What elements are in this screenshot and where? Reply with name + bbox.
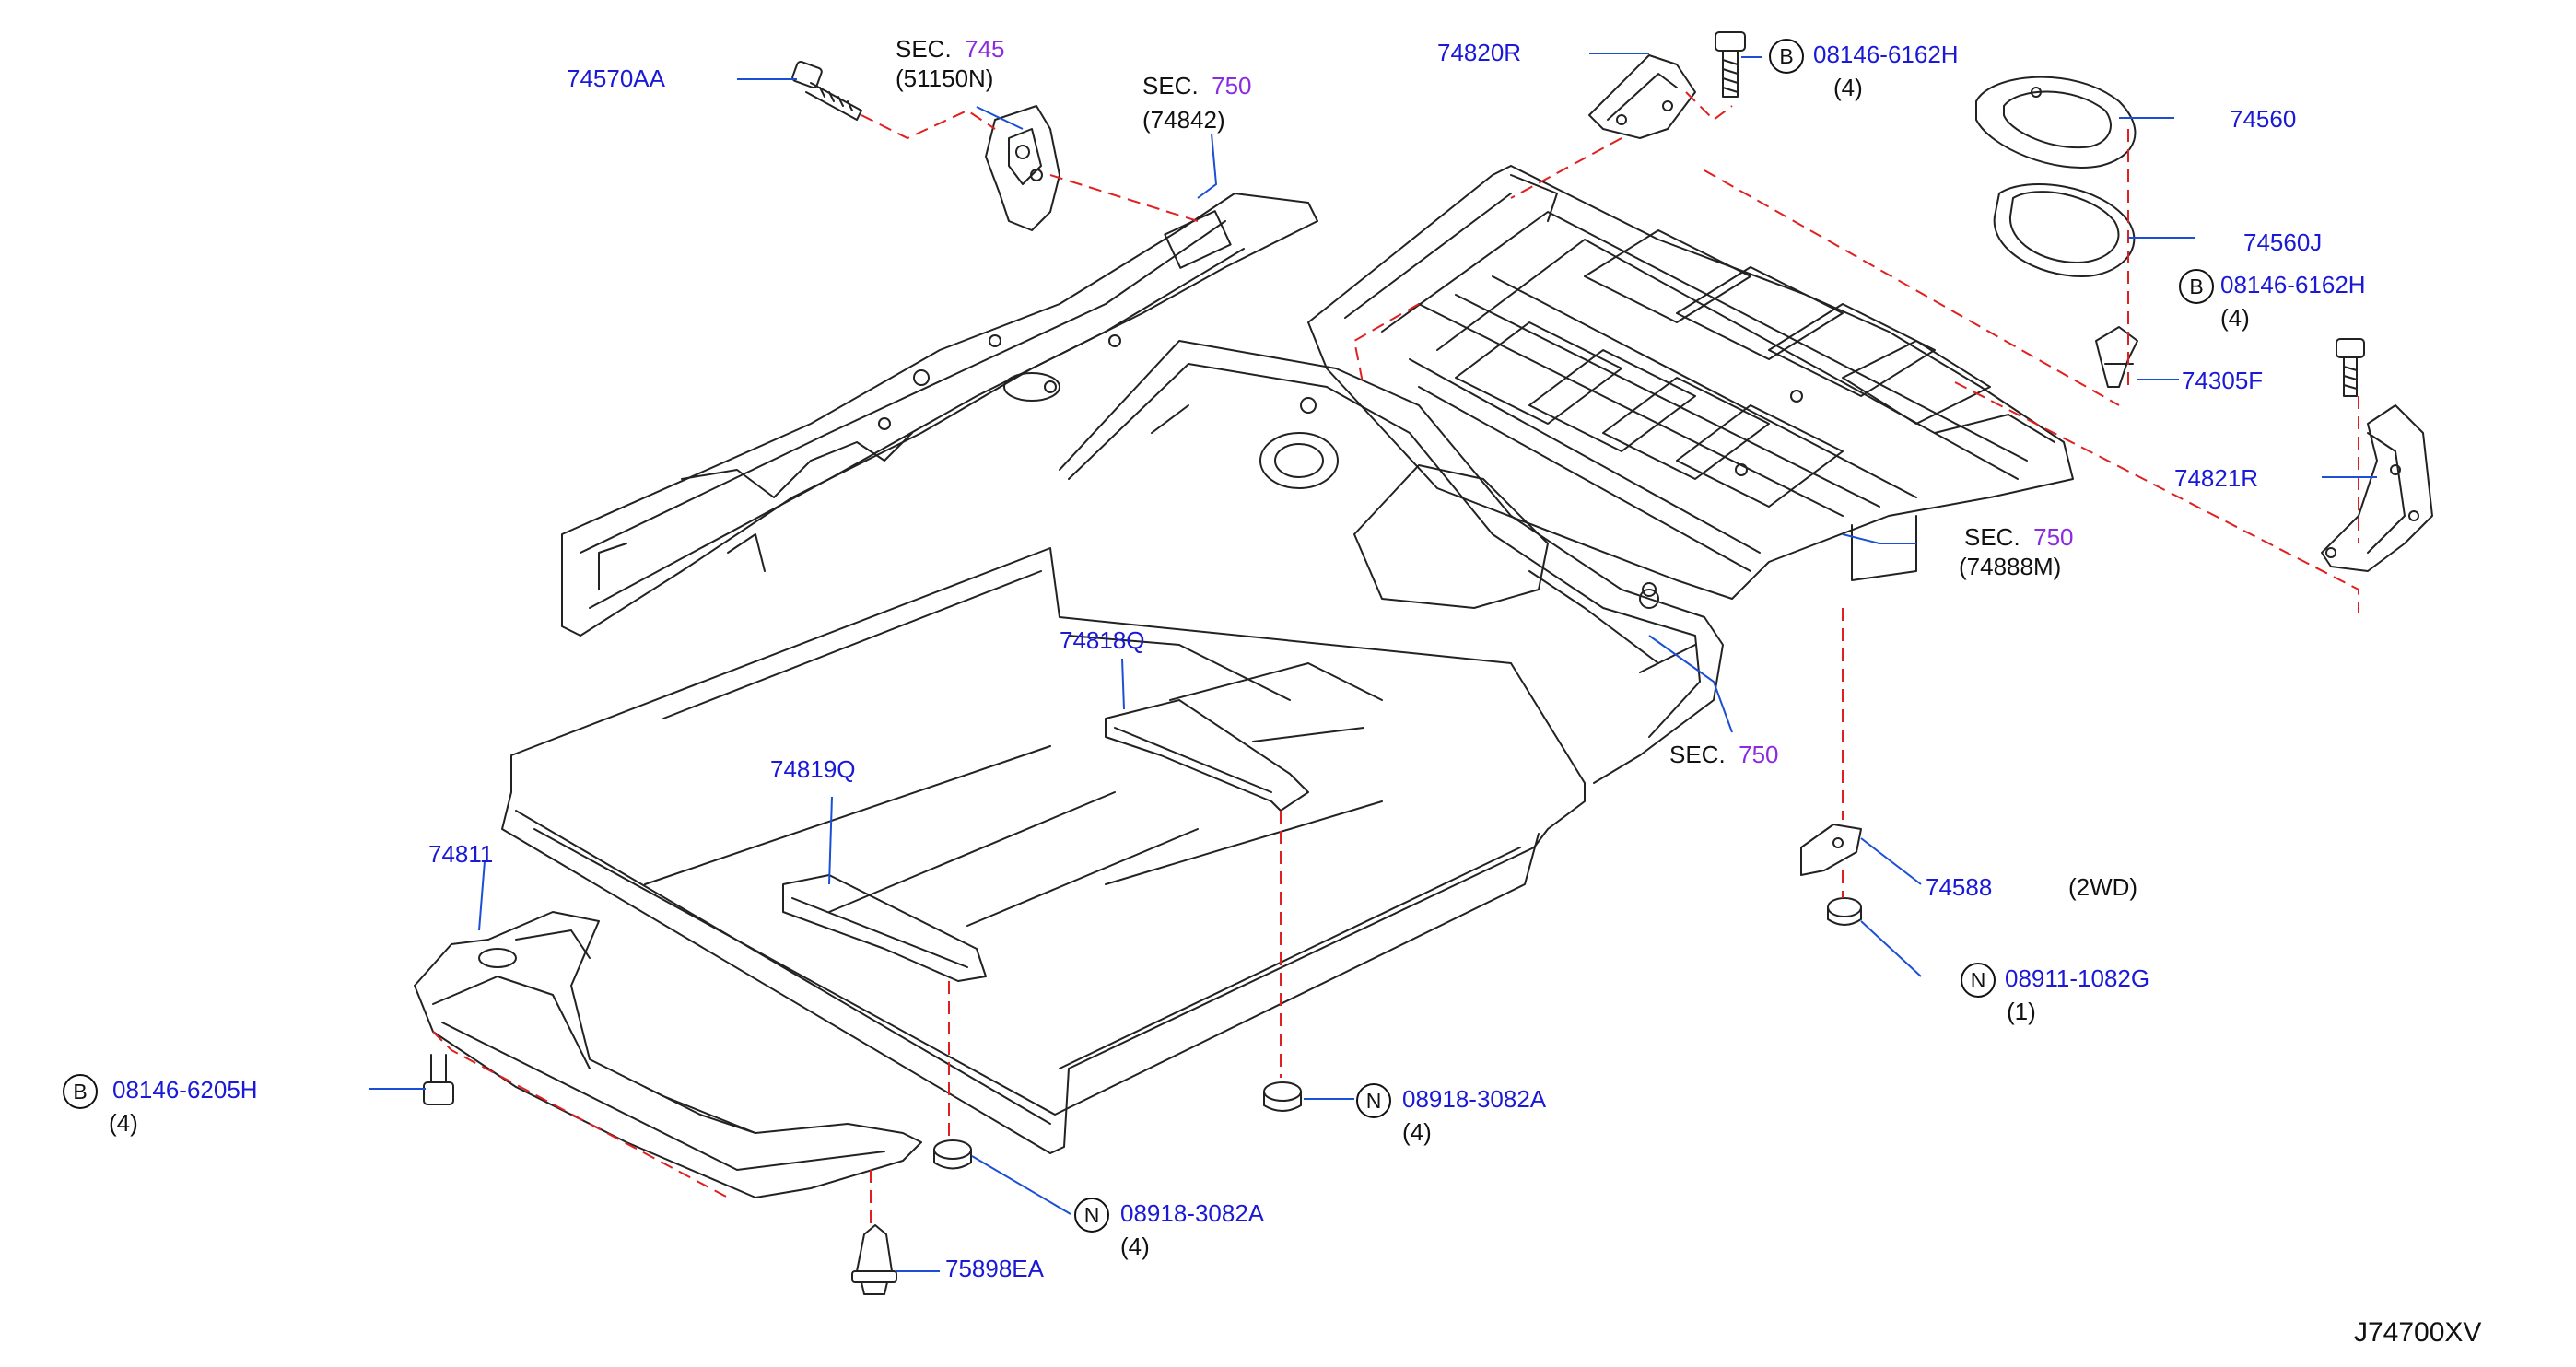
section-prefix: SEC. <box>1669 741 1726 768</box>
section-prefix: SEC. <box>1142 72 1199 99</box>
part-74570aa[interactable]: 74570AA <box>567 64 665 92</box>
fastener-qty: (1) <box>2007 998 2036 1025</box>
section-750-label-b: SEC. 750 <box>1964 523 2074 551</box>
floor-panel <box>501 340 1724 1154</box>
section-745-label: SEC. 745 <box>896 35 1005 63</box>
section-745-ref: (51150N) <box>896 64 994 92</box>
nut-74588 <box>1827 897 1862 926</box>
section-number[interactable]: 745 <box>965 35 1005 63</box>
fastener-qty: (4) <box>2220 304 2250 332</box>
section-prefix: SEC. <box>1964 523 2020 551</box>
nut-lower <box>933 1139 972 1170</box>
assembly-lines <box>432 91 2359 1225</box>
bracket-74821r <box>2321 404 2433 572</box>
bracket-74588 <box>1800 824 1862 876</box>
section-prefix: SEC. <box>896 35 952 63</box>
plate-74560 <box>1975 76 2137 169</box>
part-74305f[interactable]: 74305F <box>2182 367 2264 394</box>
bracket-74818q <box>1105 699 1309 812</box>
section-750-label-a: SEC. 750 <box>1142 72 1252 99</box>
diagram-code: J74700XV <box>2354 1317 2482 1348</box>
part-74588-note: (2WD) <box>2068 873 2138 901</box>
bolt-74570aa <box>791 61 862 121</box>
part-74820r[interactable]: 74820R <box>1437 39 1522 66</box>
nut-mid <box>1263 1081 1302 1112</box>
bracket-74820r <box>1588 54 1696 139</box>
part-74811[interactable]: 74811 <box>428 840 494 868</box>
fastener-symbol-b: B <box>2179 269 2214 304</box>
section-750-ref-a: (74842) <box>1142 106 1225 134</box>
section-750-label-c: SEC. 750 <box>1669 741 1779 768</box>
part-74818q[interactable]: 74818Q <box>1060 626 1145 654</box>
fastener-08146-6205h[interactable]: 08146-6205H <box>112 1076 258 1104</box>
bolt-right <box>2336 338 2365 397</box>
section-750-ref-b: (74888M) <box>1959 553 2062 580</box>
side-member <box>561 193 1318 637</box>
fastener-symbol-n: N <box>1356 1083 1391 1118</box>
section-number[interactable]: 750 <box>1739 741 1779 768</box>
rear-floor-panel <box>1307 165 2074 600</box>
fastener-08918-3082a-mid[interactable]: 08918-3082A <box>1402 1085 1547 1113</box>
fastener-08911-1082g[interactable]: 08911-1082G <box>2005 964 2150 992</box>
fastener-symbol-n: N <box>1961 963 1996 998</box>
section-number[interactable]: 750 <box>1212 72 1252 99</box>
bolt-left <box>423 1054 454 1105</box>
fastener-qty: (4) <box>1402 1118 1432 1146</box>
clip-75898ea <box>851 1224 897 1295</box>
fastener-symbol-b: B <box>63 1074 98 1109</box>
fastener-08918-3082a-low[interactable]: 08918-3082A <box>1120 1199 1265 1227</box>
part-74588[interactable]: 74588 <box>1926 873 1993 901</box>
leader-lines <box>369 53 2377 1272</box>
fastener-symbol-n: N <box>1074 1198 1109 1233</box>
clip-74305f <box>2095 326 2138 388</box>
fastener-qty: (4) <box>1120 1233 1150 1260</box>
fastener-qty: (4) <box>109 1109 138 1137</box>
fastener-symbol-b: B <box>1769 39 1804 74</box>
part-74821r[interactable]: 74821R <box>2174 464 2259 492</box>
fastener-08146-6162h-top[interactable]: 08146-6162H <box>1813 41 1959 68</box>
part-74560j[interactable]: 74560J <box>2243 228 2323 256</box>
bracket-51150n <box>985 105 1060 231</box>
fastener-08146-6162h-right[interactable]: 08146-6162H <box>2220 271 2366 298</box>
bolt-top <box>1715 31 1746 98</box>
cover-74811 <box>414 911 922 1198</box>
part-74560[interactable]: 74560 <box>2230 105 2297 133</box>
part-74819q[interactable]: 74819Q <box>770 755 856 783</box>
fastener-qty: (4) <box>1833 74 1863 101</box>
section-number[interactable]: 750 <box>2033 523 2074 551</box>
part-75898ea[interactable]: 75898EA <box>945 1255 1044 1282</box>
seal-74560j <box>1993 183 2136 277</box>
bracket-74819q <box>782 874 987 982</box>
